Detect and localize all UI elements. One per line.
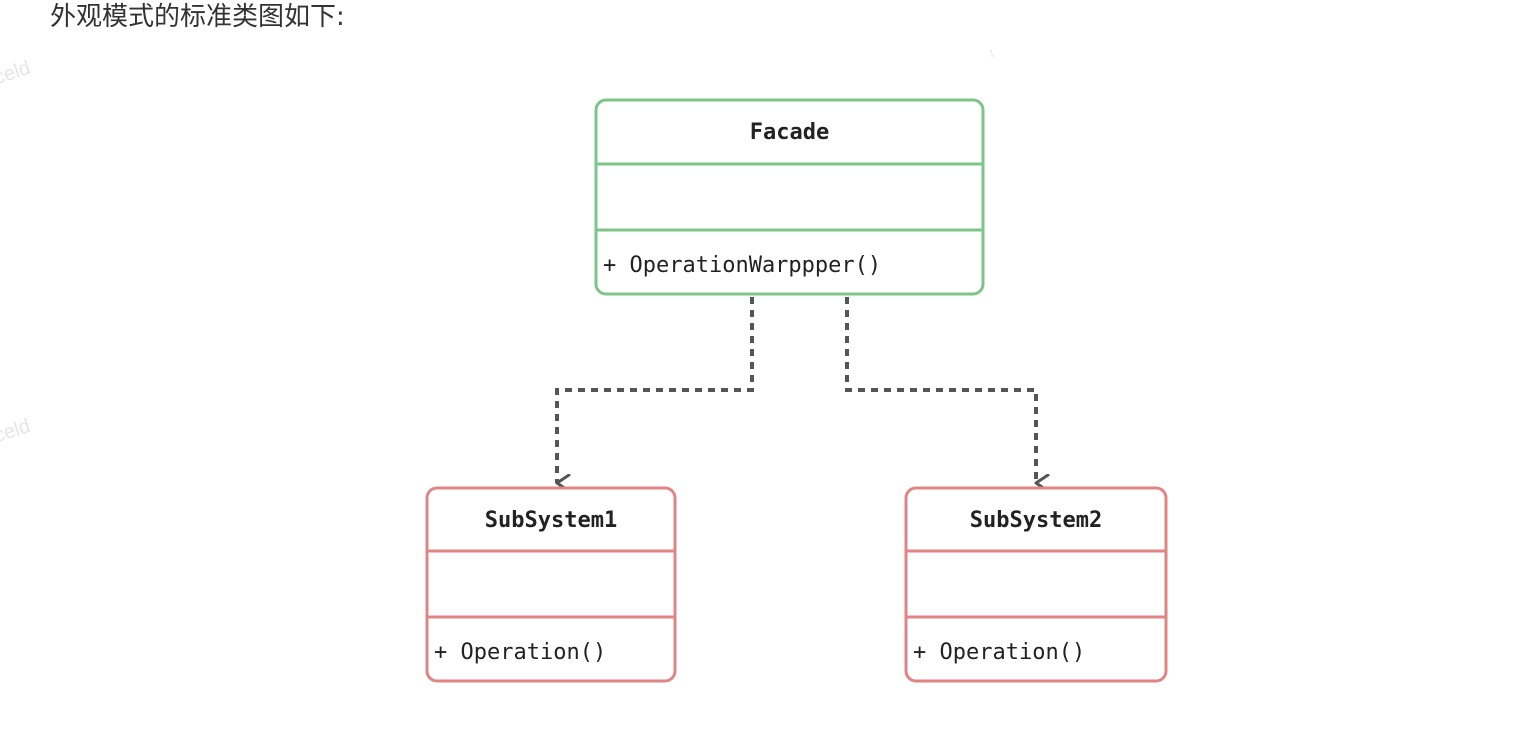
class-operation: + OperationWarppper(): [603, 253, 881, 278]
class-box: [425, 486, 677, 683]
dependency-arrow-facade-subsystem1: [555, 297, 754, 483]
class-subsystem1: SubSystem1 + Operation(): [425, 486, 677, 683]
class-operation: + Operation(): [913, 640, 1085, 665]
class-facade: Facade + OperationWarppper(): [594, 98, 985, 296]
class-name: SubSystem1: [485, 508, 617, 533]
page-caption: 外观模式的标准类图如下:: [50, 2, 345, 32]
class-box: [594, 98, 985, 296]
class-box: [904, 486, 1168, 683]
class-name: SubSystem2: [970, 508, 1102, 533]
class-name: Facade: [750, 120, 829, 145]
dependency-arrow-facade-subsystem2: [845, 297, 1036, 483]
class-operation: + Operation(): [434, 640, 606, 665]
class-subsystem2: SubSystem2 + Operation(): [904, 486, 1168, 683]
